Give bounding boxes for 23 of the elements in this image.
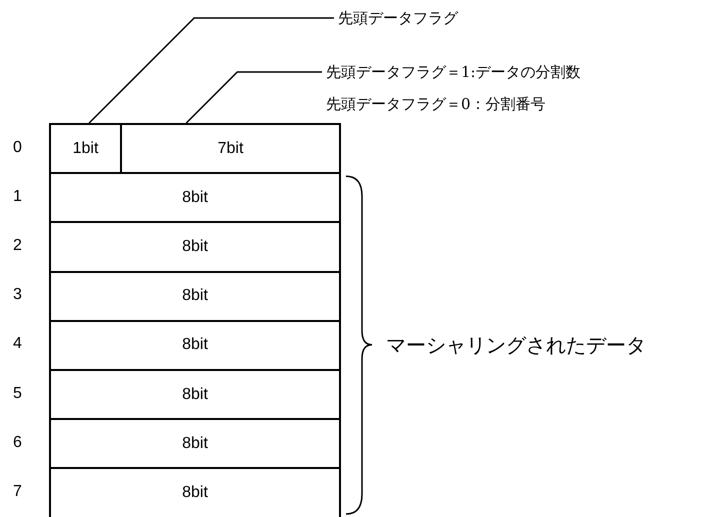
callout-text: 先頭データフラグ＝0：分割番号 — [326, 94, 547, 115]
bit-field-cell: 8bit — [49, 172, 341, 224]
leader-line — [88, 17, 334, 124]
row-number: 5 — [13, 384, 22, 403]
row-number: 6 — [13, 434, 22, 452]
bit-field-cell: 8bit — [49, 418, 341, 470]
bit-field-cell: 8bit — [49, 270, 341, 322]
bit-field-cell: 8bit — [49, 369, 341, 420]
row-number: 3 — [13, 286, 22, 304]
callout-text: 先頭データフラグ＝1:データの分割数 — [326, 62, 581, 83]
row-number: 4 — [13, 335, 22, 354]
row-number: 2 — [13, 237, 22, 255]
bit-field-cell: 1bit — [49, 123, 122, 174]
bit-field-cell: 7bit — [120, 123, 341, 174]
row-number: 7 — [13, 483, 22, 501]
leader-line — [186, 71, 322, 124]
row-number: 1 — [13, 188, 22, 206]
callout-text: 先頭データフラグ — [338, 8, 458, 29]
bit-field-cell: 8bit — [49, 467, 341, 517]
brace-label: マーシャリングされたデータ — [386, 334, 646, 359]
bit-field-cell: 8bit — [49, 320, 341, 371]
row-number: 0 — [13, 138, 22, 157]
bit-field-cell: 8bit — [49, 221, 341, 273]
